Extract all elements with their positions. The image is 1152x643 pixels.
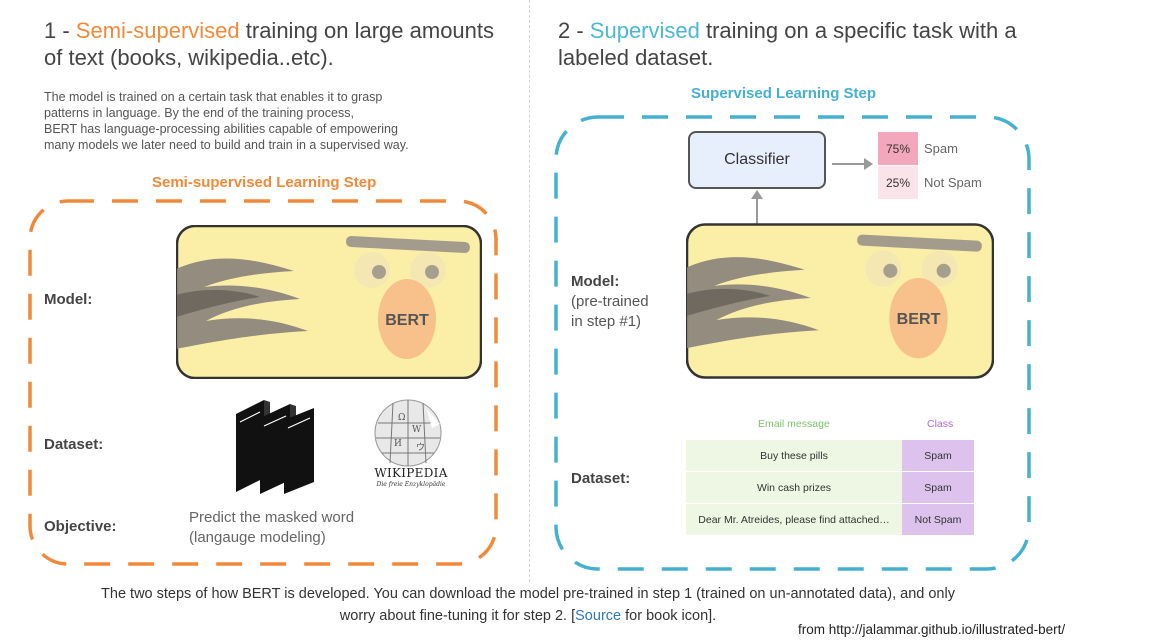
supervised-step-title: Supervised Learning Step: [691, 85, 877, 102]
output-percent-spam: 75%: [878, 132, 918, 165]
right-model-sub2: in step #1): [571, 313, 642, 330]
left-dataset-label: Dataset:: [44, 436, 104, 453]
left-description-line: BERT has language-processing abilities c…: [44, 122, 398, 136]
right-heading-line2: labeled dataset.: [558, 45, 714, 70]
left-description-line: patterns in language. By the end of the …: [44, 106, 354, 120]
right-heading: 2 - Supervised training on a specific ta…: [558, 17, 1017, 71]
figure-caption: The two steps of how BERT is developed. …: [0, 583, 1056, 627]
semi-supervised-step-title: Semi-supervised Learning Step: [152, 174, 377, 191]
output-percent-not-spam: 25%: [878, 166, 918, 199]
caption-line2-pre: worry about fine-tuning it for step 2. [: [339, 608, 576, 624]
left-model-label: Model:: [44, 291, 93, 308]
objective-line1: Predict the masked word: [189, 509, 355, 526]
left-heading-number: 1 -: [44, 18, 76, 43]
source-credit: from http://jalammar.github.io/illustrat…: [798, 622, 1066, 637]
left-heading-accent: Semi-supervised: [75, 18, 240, 43]
caption-line1: The two steps of how BERT is developed. …: [101, 586, 955, 602]
right-dataset-label: Dataset:: [571, 470, 631, 487]
svg-text:Ω: Ω: [398, 413, 405, 423]
output-label-not-spam: Not Spam: [924, 175, 982, 190]
panel-divider: [529, 0, 530, 582]
left-heading: 1 - Semi-supervised training on large am…: [44, 17, 494, 71]
classifier-box: Classifier: [688, 131, 826, 189]
table-cell-class: Spam: [902, 471, 974, 504]
table-cell-message: Dear Mr. Atreides, please find attached…: [686, 503, 902, 536]
left-description: The model is trained on a certain task t…: [44, 89, 409, 153]
right-dashed-frame: [554, 115, 1031, 571]
table-row: Buy these pills Spam: [686, 440, 974, 472]
right-heading-rest: training on a specific task with a: [699, 18, 1017, 43]
table-cell-message: Win cash prizes: [686, 471, 902, 504]
arrowhead-right: [864, 158, 873, 170]
bert-label-left: BERT: [385, 312, 429, 329]
left-dashed-frame: [28, 199, 498, 566]
left-description-line: The model is trained on a certain task t…: [44, 90, 383, 104]
table-header-message: Email message: [758, 418, 830, 430]
bert-character-right: BERT: [686, 223, 994, 379]
left-heading-rest: training on large amounts: [239, 18, 495, 43]
right-heading-accent: Supervised: [589, 18, 700, 43]
objective-line2: (langauge modeling): [189, 529, 326, 546]
left-heading-line2: of text (books, wikipedia..etc).: [44, 45, 334, 70]
table-row: Win cash prizes Spam: [686, 471, 974, 504]
books-icon: [236, 400, 314, 494]
right-heading-number: 2 -: [558, 18, 590, 43]
svg-text:ウ: ウ: [416, 442, 425, 453]
wikipedia-globe-icon: Ω W И ウ: [374, 399, 442, 467]
right-model-label-group: Model: (pre-trained in step #1): [571, 272, 649, 332]
wikipedia-wordmark: WIKIPEDIA: [374, 466, 448, 480]
table-cell-message: Buy these pills: [686, 440, 902, 472]
svg-text:W: W: [412, 425, 422, 435]
classifier-label: Classifier: [724, 151, 790, 168]
objective-text: Predict the masked word (langauge modeli…: [189, 508, 354, 548]
left-description-line: many models we later need to build and t…: [44, 138, 409, 152]
caption-line2-post: for book icon].: [621, 608, 717, 624]
objective-label: Objective:: [44, 518, 117, 535]
table-cell-class: Spam: [902, 440, 974, 472]
wikipedia-tagline: Die freie Enzyklopädie: [376, 481, 446, 488]
right-model-label: Model:: [571, 273, 620, 290]
caption-line2: worry about fine-tuning it for step 2. […: [0, 605, 1056, 627]
arrowhead-up: [751, 190, 763, 199]
output-label-spam: Spam: [924, 141, 958, 156]
table-cell-class: Not Spam: [902, 503, 974, 536]
bert-character-left: BERT: [176, 225, 482, 379]
bert-label-right: BERT: [897, 310, 941, 328]
dataset-table: Buy these pills Spam Win cash prizes Spa…: [686, 440, 974, 536]
right-model-sub1: (pre-trained: [571, 293, 649, 310]
svg-text:И: И: [394, 439, 402, 449]
source-link[interactable]: Source: [575, 608, 622, 624]
table-row: Dear Mr. Atreides, please find attached……: [686, 503, 974, 536]
table-header-class: Class: [927, 418, 954, 430]
